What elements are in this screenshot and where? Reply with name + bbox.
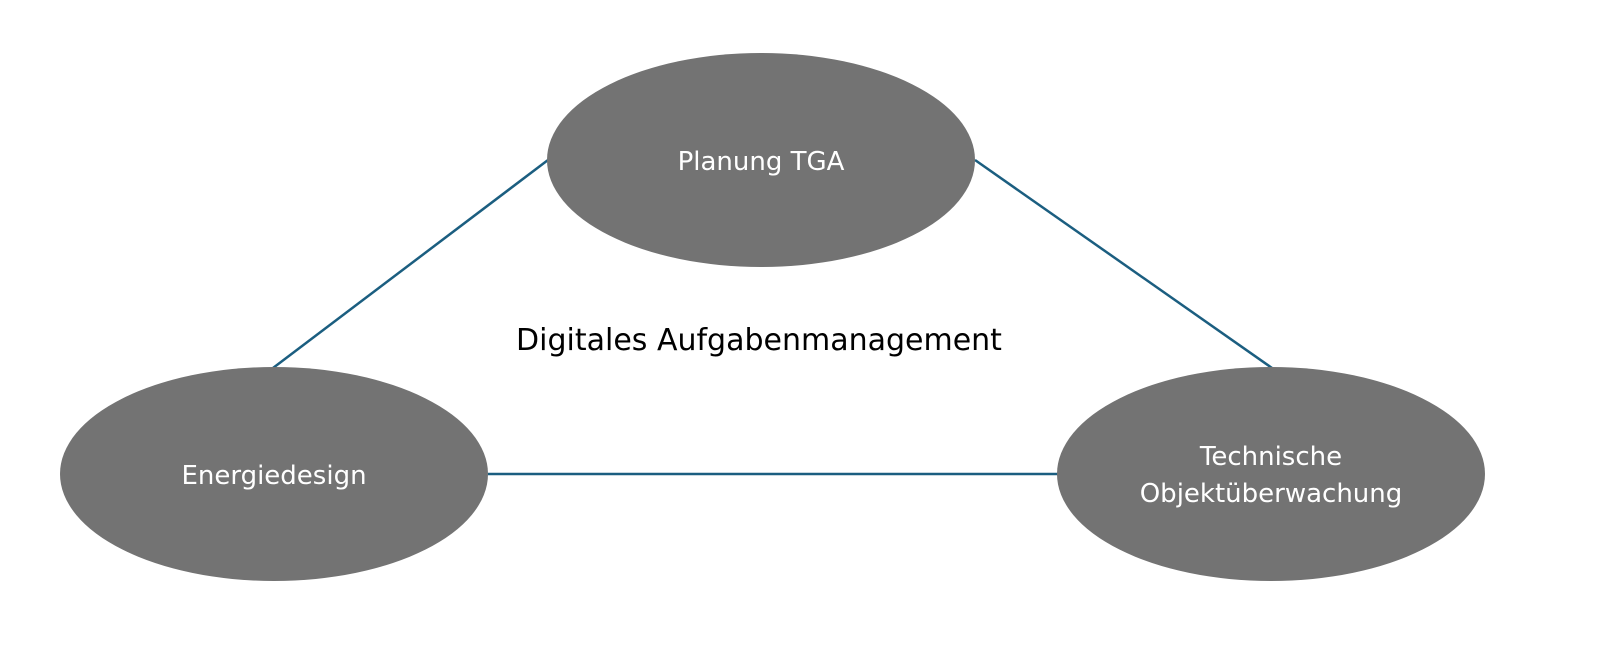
node-label-top: Planung TGA	[678, 147, 845, 177]
node-label-left: Energiedesign	[181, 461, 366, 491]
node-planung-tga	[547, 53, 975, 267]
connector-top-left	[272, 159, 549, 369]
node-technische-objektueberwachung	[1057, 367, 1485, 581]
node-energiedesign	[60, 367, 488, 581]
center-label: Digitales Aufgabenmanagement	[516, 323, 1002, 358]
node-label-right-line2: Objektüberwachung	[1140, 479, 1403, 509]
connector-top-right	[974, 158, 1273, 370]
node-label-right-line1: Technische	[1199, 442, 1342, 472]
